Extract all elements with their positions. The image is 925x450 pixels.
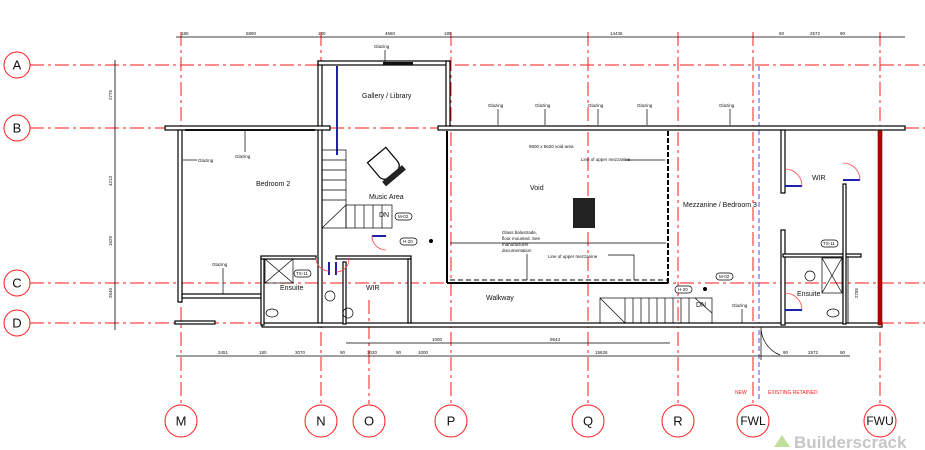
svg-text:50: 50	[779, 31, 785, 36]
bubble-a: A	[13, 58, 22, 73]
svg-text:185: 185	[444, 31, 452, 36]
dn-label-right: DN	[696, 302, 706, 309]
svg-text:floor mounted. See: floor mounted. See	[502, 236, 541, 241]
svg-text:Glazing: Glazing	[588, 103, 604, 108]
svg-text:Glazing: Glazing	[732, 303, 748, 308]
fireplace-icon	[573, 198, 595, 228]
basin-icon	[342, 307, 354, 319]
svg-text:90: 90	[783, 350, 789, 355]
svg-text:TS-11: TS-11	[296, 271, 308, 276]
svg-text:3070: 3070	[295, 350, 306, 355]
svg-text:180: 180	[318, 31, 326, 36]
bubble-r: R	[673, 414, 682, 429]
existing-retained-label: EXISTING RETAINED	[768, 390, 818, 396]
svg-text:1000: 1000	[418, 350, 429, 355]
svg-text:Glazing: Glazing	[637, 103, 653, 108]
fixtures	[264, 146, 843, 319]
svg-text:H-20: H-20	[678, 287, 688, 292]
svg-text:90: 90	[340, 350, 346, 355]
svg-text:180: 180	[181, 31, 189, 36]
room-music-area: Music Area	[369, 194, 404, 201]
svg-text:4660: 4660	[385, 31, 396, 36]
tags: M-02 H-20 TS-11 H-20 M-02 TS-11	[293, 212, 839, 294]
svg-text:Line of upper mezzanine: Line of upper mezzanine	[581, 157, 631, 162]
svg-text:TS-11: TS-11	[823, 241, 835, 246]
room-labels: Gallery / Library Bedroom 2 Music Area V…	[256, 93, 826, 302]
door-swings	[315, 162, 861, 360]
svg-text:Glazing: Glazing	[198, 158, 214, 163]
svg-text:5890: 5890	[246, 31, 257, 36]
basin-icon-right	[804, 270, 816, 282]
new-label: NEW	[735, 390, 747, 396]
svg-text:14436: 14436	[610, 31, 623, 36]
svg-text:2572: 2572	[808, 350, 819, 355]
svg-text:documentation: documentation	[502, 248, 532, 253]
bubble-d: D	[12, 316, 21, 331]
bubble-c: C	[12, 276, 21, 291]
column-bubbles: M N O P Q R FWL FWU	[164, 404, 897, 438]
toilet-right	[826, 308, 840, 318]
svg-text:Builderscrack: Builderscrack	[794, 433, 907, 450]
svg-text:3020: 3020	[367, 350, 378, 355]
basin-icon-left	[324, 290, 336, 302]
gridlines	[30, 32, 925, 404]
bubble-n: N	[316, 414, 325, 429]
dn-label-left: DN	[379, 212, 389, 219]
stairs: DN DN	[321, 149, 713, 324]
bubble-fwl: FWL	[740, 414, 766, 428]
toilet-left	[265, 308, 279, 318]
svg-text:Line of upper mezzanine: Line of upper mezzanine	[548, 254, 598, 259]
svg-text:2640: 2640	[108, 287, 113, 298]
bubble-fwu: FWU	[866, 414, 893, 428]
svg-text:2785: 2785	[854, 287, 859, 298]
dimensions: 180 5890 180 4660 185 14436 50 2572 90 3…	[108, 31, 905, 357]
shower-left	[264, 258, 294, 284]
room-walkway: Walkway	[486, 295, 514, 302]
row-bubbles: A B C D	[3, 51, 31, 337]
svg-text:180: 180	[259, 350, 267, 355]
room-wir-right: WIR	[812, 175, 826, 182]
annotations: Glazing Glazing Glazing Glazing Glazing …	[183, 44, 818, 396]
svg-text:90: 90	[840, 350, 846, 355]
room-ensuite-left: Ensuite	[280, 285, 303, 292]
svg-text:90: 90	[840, 31, 846, 36]
bubble-b: B	[13, 121, 22, 136]
svg-text:9643: 9643	[550, 337, 561, 342]
room-void: Void	[530, 185, 544, 192]
svg-text:15626: 15626	[595, 350, 608, 355]
svg-text:Glazing: Glazing	[235, 154, 251, 159]
room-bedroom-2: Bedroom 2	[256, 181, 290, 188]
svg-text:2572: 2572	[810, 31, 821, 36]
svg-text:manufacturer: manufacturer	[502, 242, 529, 247]
room-ensuite-right: Ensuite	[797, 291, 820, 298]
svg-text:Glass balustrade,: Glass balustrade,	[502, 230, 537, 235]
room-mezzanine-bedroom-3: Mezzanine / Bedroom 3	[683, 202, 757, 209]
bubble-q: Q	[583, 414, 593, 429]
svg-text:3451: 3451	[218, 350, 229, 355]
svg-text:Glazing: Glazing	[535, 103, 551, 108]
svg-text:H-20: H-20	[403, 239, 413, 244]
piano-icon	[366, 146, 406, 187]
room-wir-left: WIR	[366, 285, 380, 292]
svg-text:Glazing: Glazing	[719, 103, 735, 108]
bubble-m: M	[176, 414, 187, 429]
svg-text:M-02: M-02	[719, 274, 730, 279]
walls	[164, 60, 906, 328]
svg-text:M-02: M-02	[398, 214, 409, 219]
room-gallery-library: Gallery / Library	[362, 93, 412, 100]
svg-text:9600 x 6620 void area: 9600 x 6620 void area	[529, 144, 574, 149]
shower-right	[821, 257, 843, 294]
svg-text:Glazing: Glazing	[374, 44, 390, 49]
bubble-p: P	[447, 414, 456, 429]
svg-text:2775: 2775	[108, 89, 113, 100]
svg-text:4213: 4213	[108, 175, 113, 186]
svg-text:90: 90	[396, 350, 402, 355]
bubble-o: O	[364, 414, 374, 429]
svg-text:1629: 1629	[108, 235, 113, 246]
svg-text:1000: 1000	[432, 337, 443, 342]
svg-text:Glazing: Glazing	[212, 262, 228, 267]
builderscrack-watermark: Builderscrack	[774, 433, 907, 450]
svg-text:Glazing: Glazing	[488, 103, 504, 108]
